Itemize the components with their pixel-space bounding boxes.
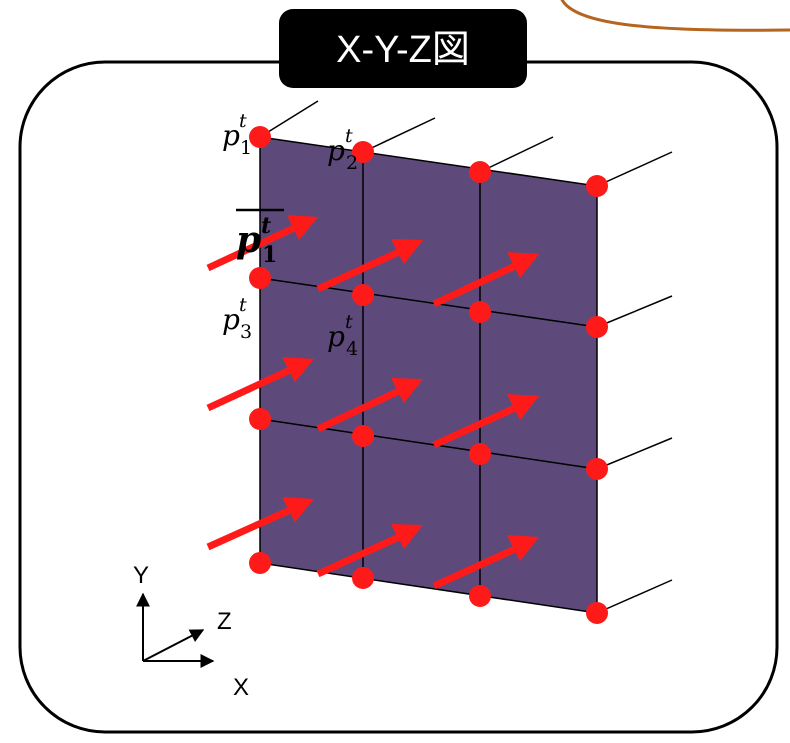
axis-triad (136, 592, 215, 668)
arrow-r0-c2 (432, 252, 539, 308)
depth-lines (259, 100, 673, 614)
svg-text:t: t (239, 294, 247, 316)
svg-text:2: 2 (346, 152, 358, 174)
label-p1: p t 1 (222, 110, 252, 159)
svg-text:p: p (222, 119, 240, 152)
arrow-r1-c2 (432, 394, 539, 449)
nodes (249, 126, 608, 624)
panel (259, 136, 598, 614)
svg-text:p: p (327, 134, 345, 167)
node-r0-c2 (469, 161, 491, 183)
label-p2: p t 2 (327, 125, 358, 174)
arrow-r2-c2 (432, 535, 539, 590)
node-r2-c3 (586, 458, 608, 480)
svg-text:p: p (222, 303, 240, 336)
svg-text:p: p (327, 320, 345, 353)
node-r1-c1 (352, 284, 374, 306)
arrow-r2-c0 (206, 497, 314, 551)
node-r1-c2 (469, 301, 491, 323)
node-r2-c1 (352, 425, 374, 447)
arrow-r1-c0 (206, 357, 314, 412)
arrow-r2-c1 (316, 524, 423, 578)
title-text: X-Y-Z図 (336, 29, 470, 71)
x-axis-label: X (233, 674, 249, 701)
title-box (279, 9, 527, 88)
arrow-r0-c0 (206, 215, 318, 272)
node-r1-c0 (249, 267, 271, 289)
svg-text:3: 3 (240, 321, 252, 343)
node-r2-c2 (469, 443, 491, 465)
svg-text:1: 1 (262, 242, 277, 268)
brown-curve (560, 0, 790, 32)
svg-text:p: p (236, 219, 261, 261)
svg-text:t: t (261, 213, 271, 239)
node-r3-c2 (469, 585, 491, 607)
svg-text:t: t (239, 110, 247, 132)
label-p4: p t 4 (327, 311, 358, 360)
arrow-r0-c1 (316, 239, 423, 293)
node-r1-c3 (586, 316, 608, 338)
node-r3-c3 (586, 602, 608, 624)
node-r0-c3 (586, 175, 608, 197)
flow-arrows (206, 215, 539, 590)
svg-text:t: t (345, 125, 353, 147)
node-r3-c1 (352, 567, 374, 589)
grid-lines (259, 152, 598, 596)
node-r0-c0 (249, 126, 271, 148)
y-axis-label: Y (133, 562, 149, 589)
arrow-r1-c1 (316, 378, 423, 433)
node-r3-c0 (249, 552, 271, 574)
svg-text:1: 1 (240, 137, 252, 159)
z-axis (142, 629, 205, 662)
node-r2-c0 (249, 408, 271, 430)
svg-text:4: 4 (346, 338, 358, 360)
label-p1-bar: p t 1 (236, 208, 284, 268)
z-axis-label: Z (217, 608, 232, 635)
node-r0-c1 (352, 141, 374, 163)
svg-text:t: t (345, 311, 353, 333)
label-p3: p t 3 (222, 294, 252, 343)
